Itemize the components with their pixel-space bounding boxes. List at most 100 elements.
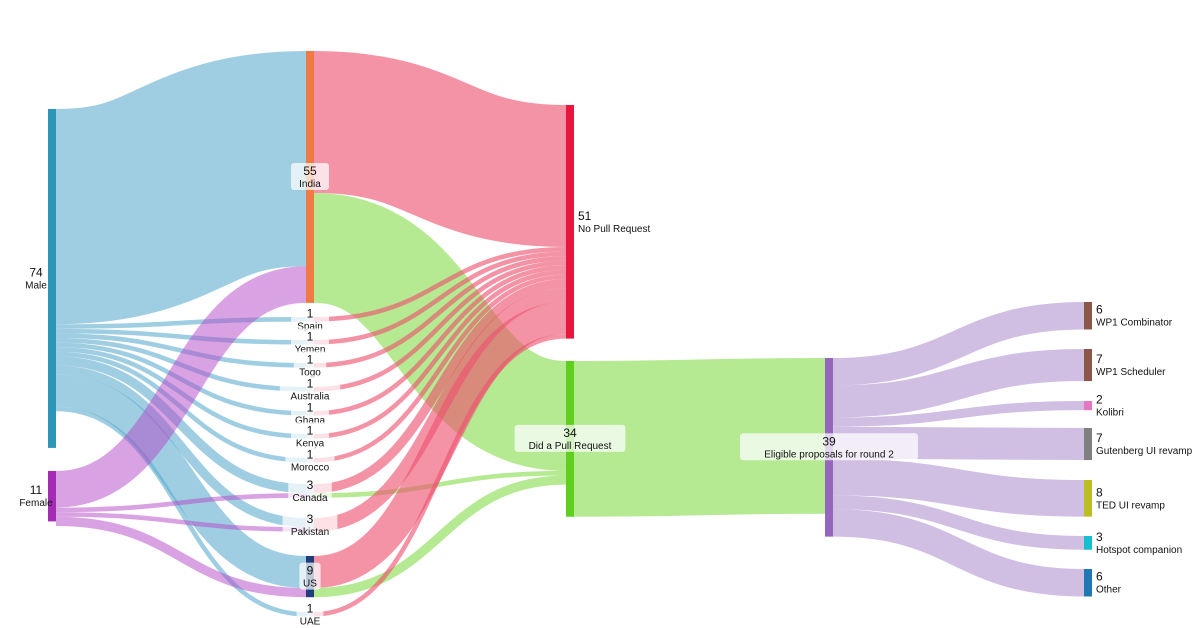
label-name-other: Other xyxy=(1096,585,1122,596)
label-name-togo: Togo xyxy=(299,367,321,378)
link-elig-to-hot[interactable] xyxy=(832,495,1085,550)
label-value-morocco: 1 xyxy=(307,447,314,461)
label-bg-us xyxy=(299,562,321,590)
link-female-to-india[interactable] xyxy=(54,266,308,508)
sankey-labels: 74Male11Female55India1Spain1Yemen1Togo1A… xyxy=(19,162,1193,628)
node-hot[interactable] xyxy=(1084,536,1092,550)
link-female-to-pakistan[interactable] xyxy=(55,512,307,532)
link-male-to-yemen[interactable] xyxy=(55,328,307,345)
label-name-wp1c: WP1 Combinator xyxy=(1096,318,1173,329)
label-name-pakistan: Pakistan xyxy=(291,527,329,538)
label-bg-pr xyxy=(514,424,626,452)
link-male-to-canada[interactable] xyxy=(55,356,307,494)
link-togo-to-nopr[interactable] xyxy=(313,256,567,368)
link-india-to-pr[interactable] xyxy=(310,192,570,471)
label-name-pr: Did a Pull Request xyxy=(529,441,612,452)
label-value-elig: 39 xyxy=(822,434,836,448)
node-ted[interactable] xyxy=(1084,480,1092,517)
label-name-morocco: Morocco xyxy=(291,462,330,473)
link-uae-to-nopr[interactable] xyxy=(313,334,567,617)
sankey-links xyxy=(53,51,1085,617)
link-ghana-to-nopr[interactable] xyxy=(313,265,567,416)
label-value-wp1c: 6 xyxy=(1096,303,1103,317)
label-bg-togo xyxy=(293,351,327,379)
label-bg-yemen xyxy=(291,328,329,356)
node-female[interactable] xyxy=(48,471,56,522)
node-wp1c[interactable] xyxy=(1084,302,1092,330)
link-male-to-india[interactable] xyxy=(53,51,309,325)
node-nopr[interactable] xyxy=(566,105,574,339)
label-bg-india xyxy=(291,162,329,190)
label-bg-canada xyxy=(288,476,332,504)
label-name-female: Female xyxy=(19,498,53,509)
label-value-nopr: 51 xyxy=(578,209,592,223)
label-value-hot: 3 xyxy=(1096,530,1103,544)
label-bg-elig xyxy=(740,433,918,461)
link-us-to-nopr[interactable] xyxy=(312,301,568,589)
link-us-to-pr[interactable] xyxy=(313,475,567,598)
label-value-us: 9 xyxy=(307,564,314,578)
label-value-india: 55 xyxy=(303,164,317,178)
link-australia-to-nopr[interactable] xyxy=(313,260,567,392)
label-value-uae: 1 xyxy=(307,601,314,615)
label-value-gut: 7 xyxy=(1096,431,1103,445)
link-elig-to-other[interactable] xyxy=(832,509,1085,597)
label-value-ghana: 1 xyxy=(307,400,314,414)
label-name-spain: Spain xyxy=(297,321,323,332)
link-male-to-uae[interactable] xyxy=(55,406,307,617)
link-male-to-spain[interactable] xyxy=(55,317,307,329)
label-value-yemen: 1 xyxy=(307,329,314,343)
node-other[interactable] xyxy=(1084,569,1092,597)
label-name-kenya: Kenya xyxy=(296,438,325,449)
link-male-to-togo[interactable] xyxy=(55,333,307,368)
link-india-to-nopr[interactable] xyxy=(312,51,568,247)
node-male[interactable] xyxy=(48,109,56,448)
link-morocco-to-nopr[interactable] xyxy=(313,274,567,463)
label-value-spain: 1 xyxy=(307,306,314,320)
link-elig-to-wp1s[interactable] xyxy=(832,349,1085,418)
link-female-to-us[interactable] xyxy=(55,516,307,598)
link-elig-to-wp1c[interactable] xyxy=(832,302,1085,386)
label-name-hot: Hotspot companion xyxy=(1096,545,1182,556)
label-name-uae: UAE xyxy=(300,616,321,627)
node-gut[interactable] xyxy=(1084,428,1092,461)
node-wp1s[interactable] xyxy=(1084,349,1092,382)
link-female-to-canada[interactable] xyxy=(55,493,307,513)
link-male-to-pakistan[interactable] xyxy=(55,365,307,528)
link-elig-to-ted[interactable] xyxy=(832,458,1085,517)
link-male-to-us[interactable] xyxy=(55,374,307,589)
label-value-canada: 3 xyxy=(307,478,314,492)
label-us: 9US xyxy=(299,562,321,590)
link-canada-to-pr[interactable] xyxy=(313,470,567,498)
link-yemen-to-nopr[interactable] xyxy=(313,251,567,345)
label-bg-australia xyxy=(279,375,341,403)
link-elig-to-kolibri[interactable] xyxy=(832,401,1085,427)
label-value-wp1s: 7 xyxy=(1096,352,1103,366)
link-kenya-to-nopr[interactable] xyxy=(313,269,567,439)
link-spain-to-nopr[interactable] xyxy=(313,246,567,322)
link-canada-to-nopr[interactable] xyxy=(313,279,567,494)
label-name-ted: TED UI revamp xyxy=(1096,500,1165,511)
label-name-nopr: No Pull Request xyxy=(578,224,650,235)
label-name-australia: Australia xyxy=(291,391,330,402)
label-value-male: 74 xyxy=(29,265,43,279)
label-bg-spain xyxy=(291,305,329,333)
label-value-australia: 1 xyxy=(307,376,314,390)
node-kolibri[interactable] xyxy=(1084,401,1092,411)
